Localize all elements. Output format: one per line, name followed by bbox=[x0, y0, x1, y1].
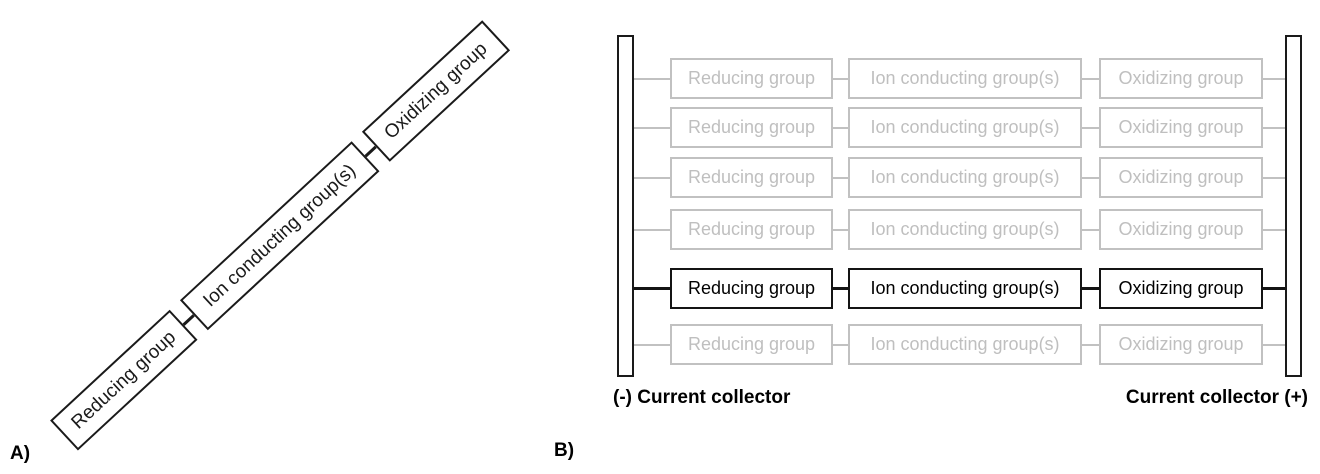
ion-conducting-group-box: Ion conducting group(s) bbox=[848, 268, 1082, 309]
ion-conducting-group-box: Ion conducting group(s) bbox=[848, 157, 1082, 198]
molecule-row: Reducing group Ion conducting group(s) Oxi… bbox=[634, 268, 1285, 309]
row-connector bbox=[1263, 343, 1285, 346]
row-connector bbox=[1263, 287, 1285, 290]
reducing-group-box: Reducing group bbox=[670, 324, 833, 365]
reducing-group-box: Reducing group bbox=[670, 209, 833, 250]
ion-conducting-group-box: Ion conducting group(s) bbox=[848, 107, 1082, 148]
row-connector bbox=[1082, 287, 1099, 290]
reducing-group-box: Reducing group bbox=[50, 309, 198, 451]
row-connector bbox=[634, 343, 670, 346]
row-connector bbox=[1082, 126, 1099, 129]
row-connector bbox=[634, 77, 670, 80]
oxidizing-group-box: Oxidizing group bbox=[1099, 107, 1263, 148]
oxidizing-group-box: Oxidizing group bbox=[1099, 324, 1263, 365]
molecule-row: Reducing group Ion conducting group(s) Oxi… bbox=[634, 157, 1285, 198]
oxidizing-group-box: Oxidizing group bbox=[1099, 58, 1263, 99]
chain-connector bbox=[364, 145, 377, 158]
row-connector bbox=[1082, 228, 1099, 231]
row-connector bbox=[1082, 77, 1099, 80]
row-connector bbox=[833, 176, 848, 179]
panel-a-label: A) bbox=[10, 443, 31, 464]
reducing-group-box: Reducing group bbox=[670, 107, 833, 148]
molecule-row: Reducing group Ion conducting group(s) Oxi… bbox=[634, 324, 1285, 365]
row-connector bbox=[634, 287, 670, 290]
oxidizing-group-box: Oxidizing group bbox=[1099, 209, 1263, 250]
row-connector bbox=[634, 228, 670, 231]
positive-current-collector bbox=[1285, 35, 1302, 377]
row-connector bbox=[833, 77, 848, 80]
row-connector bbox=[1082, 176, 1099, 179]
panel-a-molecule-chain: Reducing group Ion conducting group(s) O… bbox=[50, 20, 511, 451]
row-connector bbox=[1263, 126, 1285, 129]
ion-conducting-group-box: Ion conducting group(s) bbox=[848, 58, 1082, 99]
negative-current-collector bbox=[617, 35, 634, 377]
ion-conducting-group-box: Ion conducting group(s) bbox=[848, 324, 1082, 365]
panel-b-label: B) bbox=[554, 440, 575, 461]
reducing-group-box: Reducing group bbox=[670, 157, 833, 198]
row-connector bbox=[634, 176, 670, 179]
oxidizing-group-box: Oxidizing group bbox=[1099, 157, 1263, 198]
row-connector bbox=[833, 343, 848, 346]
ion-conducting-group-box: Ion conducting group(s) bbox=[848, 209, 1082, 250]
chain-connector bbox=[182, 314, 195, 326]
molecule-row: Reducing group Ion conducting group(s) Oxi… bbox=[634, 58, 1285, 99]
molecule-row: Reducing group Ion conducting group(s) Oxi… bbox=[634, 107, 1285, 148]
row-connector bbox=[833, 228, 848, 231]
row-connector bbox=[833, 287, 848, 290]
row-connector bbox=[1263, 228, 1285, 231]
row-connector bbox=[634, 126, 670, 129]
reducing-group-box: Reducing group bbox=[670, 58, 833, 99]
row-connector bbox=[1263, 176, 1285, 179]
row-connector bbox=[1082, 343, 1099, 346]
row-connector bbox=[1263, 77, 1285, 80]
ion-conducting-group-box: Ion conducting group(s) bbox=[179, 141, 380, 331]
reducing-group-box: Reducing group bbox=[670, 268, 833, 309]
row-connector bbox=[833, 126, 848, 129]
negative-collector-label: (-) Current collector bbox=[613, 387, 791, 408]
oxidizing-group-box: Oxidizing group bbox=[361, 20, 511, 162]
oxidizing-group-box: Oxidizing group bbox=[1099, 268, 1263, 309]
positive-collector-label: Current collector (+) bbox=[1125, 387, 1308, 408]
molecule-row: Reducing group Ion conducting group(s) Oxi… bbox=[634, 209, 1285, 250]
